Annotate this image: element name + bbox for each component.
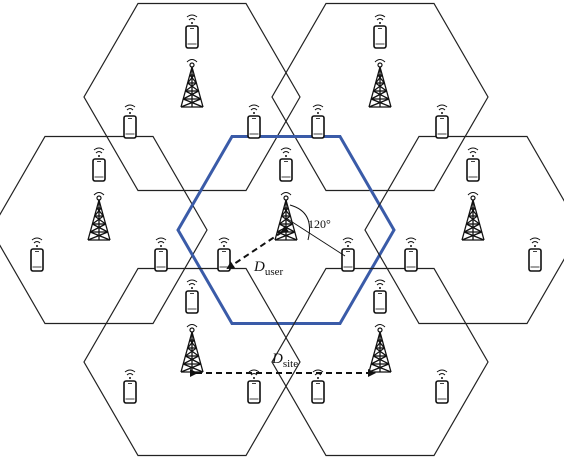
mobile-phone-icon [247, 104, 261, 139]
d-site-indicator: Dsite [190, 351, 376, 377]
signal-icon [248, 104, 260, 114]
base-stations [87, 59, 485, 373]
mobile-phone-icon [435, 369, 449, 404]
mobile-phone-icon [311, 104, 325, 139]
signal-icon [374, 279, 386, 289]
mobile-phone-icon [30, 237, 44, 272]
antenna-tower-icon [461, 192, 485, 241]
user-devices [30, 14, 542, 404]
signal-icon [186, 279, 198, 289]
d-user-label: Duser [253, 259, 284, 278]
antenna-tower-icon [180, 59, 204, 108]
mobile-phone-icon [373, 279, 387, 314]
sector-boundary-line [285, 217, 346, 257]
signal-icon [405, 237, 417, 247]
mobile-phone-icon [466, 147, 480, 182]
d-user-arrow [226, 225, 290, 270]
angle-label: 120° [308, 217, 331, 231]
mobile-phone-icon [341, 237, 355, 272]
mobile-phone-icon [373, 14, 387, 49]
signal-icon [374, 14, 386, 24]
signal-icon [436, 104, 448, 114]
signal-icon [248, 369, 260, 379]
antenna-tower-icon [368, 324, 392, 373]
signal-icon [124, 104, 136, 114]
signal-icon [436, 369, 448, 379]
mobile-phone-icon [185, 279, 199, 314]
signal-icon [342, 237, 354, 247]
mobile-phone-icon [435, 104, 449, 139]
hex-cell-cell-top-right [271, 2, 489, 192]
signal-icon [467, 147, 479, 157]
mobile-phone-icon [247, 369, 261, 404]
mobile-phone-icon [279, 147, 293, 182]
hex-cell-cell-mid-right [364, 135, 564, 325]
mobile-phone-icon [123, 369, 137, 404]
hex-cell-cell-center [176, 135, 396, 325]
signal-icon [312, 369, 324, 379]
antenna-tower-icon [180, 324, 204, 373]
signal-icon [529, 237, 541, 247]
signal-icon [218, 237, 230, 247]
antenna-tower-icon [368, 59, 392, 108]
d-site-label: Dsite [271, 351, 298, 370]
signal-icon [31, 237, 43, 247]
antenna-tower-icon [274, 192, 298, 241]
mobile-phone-icon [92, 147, 106, 182]
d-user-indicator: Duser [226, 225, 290, 278]
hex-cell-cell-bottom-right [271, 267, 489, 457]
mobile-phone-icon [185, 14, 199, 49]
hex-cell-cell-top-left [83, 2, 301, 192]
signal-icon [312, 104, 324, 114]
mobile-phone-icon [154, 237, 168, 272]
signal-icon [155, 237, 167, 247]
antenna-tower-icon [87, 192, 111, 241]
signal-icon [280, 147, 292, 157]
angle-indicator: 120° [285, 204, 346, 257]
mobile-phone-icon [217, 237, 231, 272]
mobile-phone-icon [404, 237, 418, 272]
mobile-phone-icon [311, 369, 325, 404]
signal-icon [124, 369, 136, 379]
angle-arc [289, 204, 310, 241]
hex-cell-cell-mid-left [0, 135, 208, 325]
mobile-phone-icon [123, 104, 137, 139]
signal-icon [93, 147, 105, 157]
signal-icon [186, 14, 198, 24]
mobile-phone-icon [528, 237, 542, 272]
